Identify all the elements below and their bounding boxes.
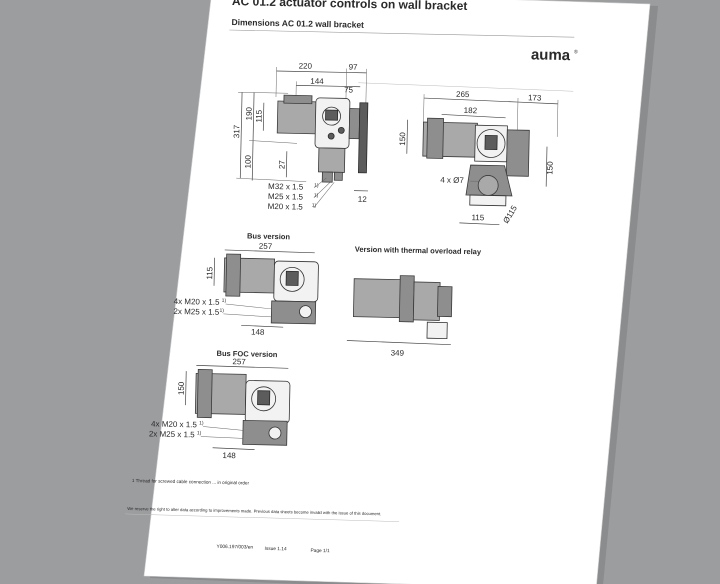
dim-182: 182 <box>464 106 478 115</box>
bus-version-title: Bus version <box>247 231 291 241</box>
dim-144: 144 <box>310 77 324 86</box>
bus-dim-257: 257 <box>259 242 273 251</box>
drawing-side: 265 173 182 150 150 4 x Ø7 Ø115 115 <box>398 90 559 226</box>
svg-text:1): 1) <box>312 203 317 209</box>
thread-m25: M25 x 1.5 <box>268 192 304 202</box>
foc-thread-4x-m20: 4x M20 x 1.5 <box>151 419 198 429</box>
wall-plate <box>358 102 369 174</box>
auma-logo: auma <box>531 46 571 64</box>
footer-rule <box>125 513 400 522</box>
bus-thread-2x-m25: 2x M25 x 1.5 <box>173 307 220 317</box>
legal-text: We reserve the right to alter data accor… <box>127 506 381 516</box>
drawing-main: 220 97 144 75 317 190 115 100 27 <box>232 61 369 212</box>
page-subtitle: Dimensions AC 01.2 wall bracket <box>231 17 364 30</box>
dim-115: 115 <box>254 109 263 122</box>
svg-text:1): 1) <box>222 298 227 304</box>
terminal-box <box>318 147 346 173</box>
drawing-thermal-version: Version with thermal overload relay 349 <box>346 245 482 358</box>
main-housing <box>276 100 319 135</box>
dim-190: 190 <box>244 106 253 120</box>
drawing-bus-version: Bus version 257 115 4x M20 x 1.5 1) 2x M… <box>173 231 319 337</box>
dim-150-left: 150 <box>398 132 407 146</box>
dim-317: 317 <box>232 124 241 138</box>
svg-text:1): 1) <box>197 430 202 436</box>
dim-12: 12 <box>358 195 368 204</box>
thread-m20: M20 x 1.5 <box>268 202 304 212</box>
bus-dim-148: 148 <box>251 328 265 337</box>
drawing-bus-foc-version: Bus FOC version 257 150 4x M20 x 1.5 1) … <box>149 349 291 460</box>
dim-27: 27 <box>277 160 286 170</box>
dim-173: 173 <box>528 93 542 102</box>
footnote-text: 1 Thread for screwed cable connection ..… <box>132 478 250 485</box>
doc-number: Y006.197/003/en <box>216 544 253 551</box>
foc-dim-257: 257 <box>232 357 246 366</box>
bus-thread-4x-m20: 4x M20 x 1.5 <box>174 297 221 307</box>
hole-label: 4 x Ø7 <box>440 175 464 185</box>
svg-text:1): 1) <box>219 308 224 314</box>
thermal-version-title: Version with thermal overload relay <box>355 245 482 257</box>
dim-115-side: 115 <box>471 213 484 222</box>
title-rule <box>229 29 575 38</box>
header-rule <box>358 82 574 92</box>
dim-220: 220 <box>299 61 313 70</box>
logo-registered-mark: ® <box>574 48 578 55</box>
dim-97: 97 <box>349 62 359 71</box>
page-number: Page 1/1 <box>310 548 330 554</box>
page-content: AC 01.2 actuator controls on wall bracke… <box>125 0 578 554</box>
foc-dim-150: 150 <box>177 381 186 395</box>
thermal-dim-349: 349 <box>391 348 405 357</box>
bus-foc-title: Bus FOC version <box>217 349 278 359</box>
svg-text:1): 1) <box>199 420 204 426</box>
bus-dim-115: 115 <box>205 266 214 279</box>
thread-m32: M32 x 1.5 <box>268 182 304 192</box>
dim-75: 75 <box>344 85 354 94</box>
issue-label: Issue 1.14 <box>264 546 287 552</box>
dim-265: 265 <box>456 90 470 99</box>
svg-text:1): 1) <box>314 193 319 199</box>
dim-100: 100 <box>243 154 252 168</box>
foc-thread-2x-m25: 2x M25 x 1.5 <box>149 429 196 439</box>
dim-150-right: 150 <box>545 161 554 175</box>
foc-dim-148: 148 <box>222 451 236 460</box>
